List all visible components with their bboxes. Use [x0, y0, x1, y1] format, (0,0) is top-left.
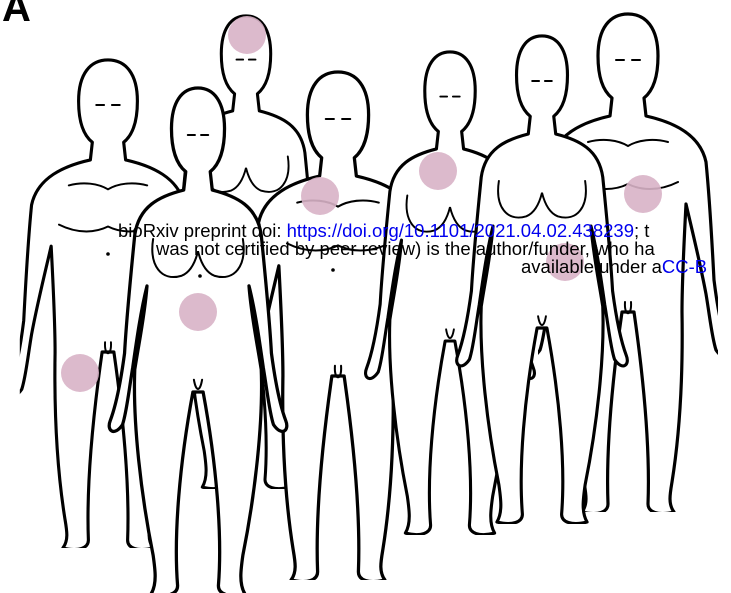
spot-figure-2-head	[228, 16, 266, 54]
watermark-line-3: available under aCC-B	[521, 258, 707, 276]
marker-dot	[198, 274, 202, 278]
watermark-line-3-text: available under a	[521, 256, 662, 277]
panel-label: A	[2, 0, 31, 31]
marker-dot	[106, 252, 110, 256]
marker-dot	[331, 268, 335, 272]
license-link[interactable]: CC-B	[662, 256, 707, 277]
spot-figure-3-lower-abdomen	[179, 293, 217, 331]
spot-figure-1-thigh	[61, 354, 99, 392]
spot-figure-5-breast	[419, 152, 457, 190]
spot-figure-7-abdomen	[624, 175, 662, 213]
spot-figure-4-chest	[301, 177, 339, 215]
